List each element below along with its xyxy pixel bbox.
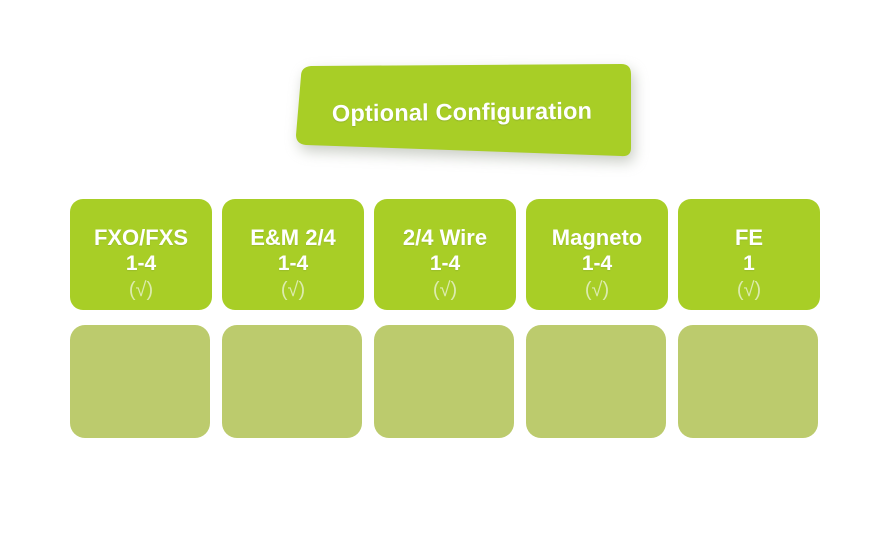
- banner-shape: [291, 64, 633, 158]
- option-range: 1: [743, 252, 755, 275]
- option-title: E&M 2/4: [250, 225, 336, 250]
- check-mark-icon: (√): [584, 279, 610, 301]
- option-range: 1-4: [125, 252, 157, 275]
- option-title: 2/4 Wire: [402, 225, 488, 250]
- placeholder-box-5[interactable]: [678, 325, 818, 438]
- primary-option-row: FXO/FXS 1-4 (√) E&M 2/4 1-4 (√) 2/4 Wire…: [70, 199, 820, 310]
- option-box-fxo-fxs[interactable]: FXO/FXS 1-4 (√): [70, 199, 212, 310]
- check-mark-icon: (√): [432, 279, 458, 301]
- banner: Optional Configuration: [291, 64, 633, 158]
- option-range: 1-4: [277, 252, 309, 275]
- option-title: FE: [734, 225, 764, 250]
- placeholder-box-3[interactable]: [374, 325, 514, 438]
- check-mark-icon: (√): [736, 279, 762, 301]
- option-range: 1-4: [429, 252, 461, 275]
- option-title: Magneto: [551, 225, 643, 250]
- placeholder-box-4[interactable]: [526, 325, 666, 438]
- check-mark-icon: (√): [280, 279, 306, 301]
- option-box-fe[interactable]: FE 1 (√): [678, 199, 820, 310]
- placeholder-box-2[interactable]: [222, 325, 362, 438]
- option-range: 1-4: [581, 252, 613, 275]
- secondary-option-row: [70, 325, 818, 438]
- banner-title: Optional Configuration: [331, 97, 593, 126]
- check-mark-icon: (√): [128, 279, 154, 301]
- option-box-em-2-4[interactable]: E&M 2/4 1-4 (√): [222, 199, 364, 310]
- placeholder-box-1[interactable]: [70, 325, 210, 438]
- option-box-magneto[interactable]: Magneto 1-4 (√): [526, 199, 668, 310]
- option-title: FXO/FXS: [93, 225, 189, 250]
- option-box-2-4-wire[interactable]: 2/4 Wire 1-4 (√): [374, 199, 516, 310]
